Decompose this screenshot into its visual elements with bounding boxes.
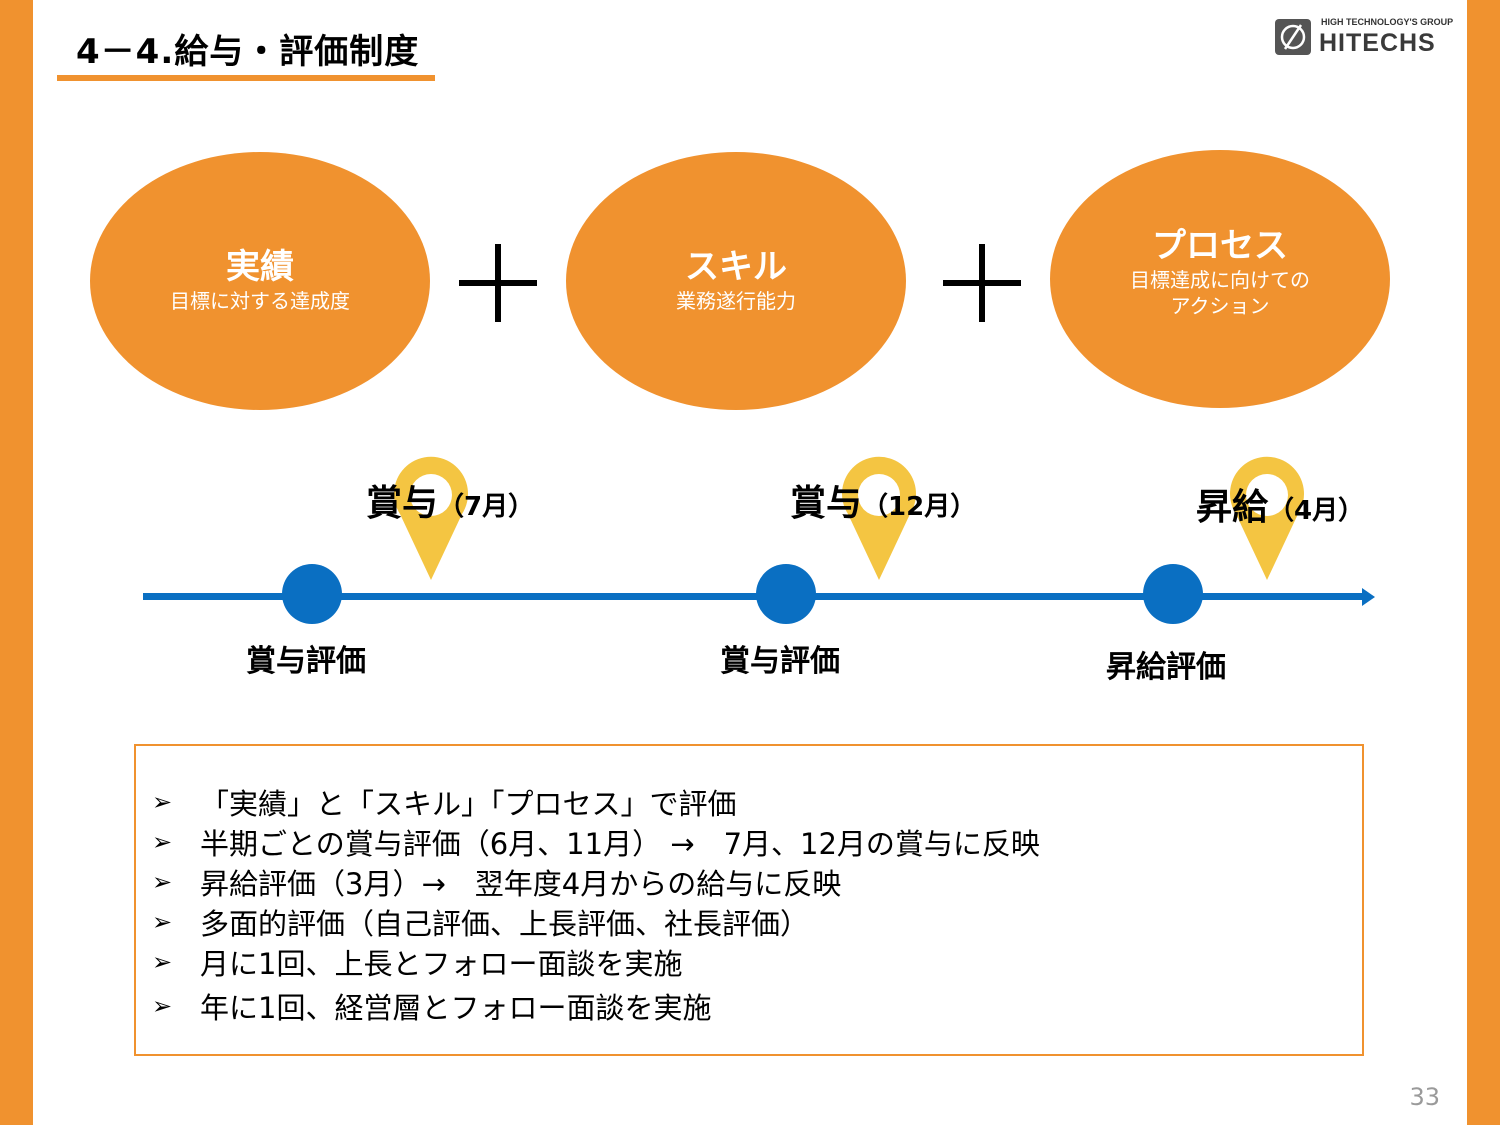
arrow-bullet-icon: ➢: [152, 948, 173, 976]
event-name: 賞与: [366, 483, 439, 524]
plus-icon: [459, 244, 537, 322]
arrow-bullet-icon: ➢: [152, 992, 173, 1020]
title-underline: [57, 75, 435, 81]
map-pin-icon: [1230, 456, 1304, 580]
event-month: （12月）: [862, 492, 977, 522]
list-item-text: 年に1回、経営層とフォロー面談を実施: [200, 991, 712, 1025]
timeline-line: [143, 593, 1365, 600]
timeline-point: [282, 564, 342, 624]
criteria-subtitle: 目標達成に向けての アクション: [1130, 267, 1310, 318]
list-item: ➢ 半期ごとの賞与評価（6月、11月） → 7月、12月の賞与に反映: [152, 822, 1040, 862]
timeline-label: 賞与評価: [246, 644, 366, 679]
list-item: ➢ 「実績」と「スキル」「プロセス」で評価: [152, 782, 1040, 822]
criteria-results: 実績 目標に対する達成度: [90, 152, 430, 410]
page-title: 4－4.給与・評価制度: [76, 32, 420, 72]
page-number: 33: [1409, 1083, 1440, 1111]
summary-bullet-list: ➢ 「実績」と「スキル」「プロセス」で評価 ➢ 半期ごとの賞与評価（6月、11月…: [152, 782, 1040, 1026]
list-item: ➢ 年に1回、経営層とフォロー面談を実施: [152, 986, 1040, 1026]
list-item: ➢ 多面的評価（自己評価、上長評価、社長評価）: [152, 902, 1040, 942]
plus-icon: [943, 244, 1021, 322]
criteria-subtitle: 業務遂行能力: [676, 288, 796, 313]
map-pin-icon: [842, 456, 916, 580]
event-label-raise-april: 昇給（4月）: [1196, 478, 1364, 530]
criteria-title: スキル: [685, 247, 787, 288]
criteria-process: プロセス 目標達成に向けての アクション: [1050, 150, 1390, 408]
list-item: ➢ 月に1回、上長とフォロー面談を実施: [152, 942, 1040, 982]
arrow-bullet-icon: ➢: [152, 828, 173, 856]
list-item-text: 「実績」と「スキル」「プロセス」で評価: [200, 787, 737, 821]
arrow-bullet-icon: ➢: [152, 868, 173, 896]
timeline-point: [1143, 564, 1203, 624]
company-logo: HIGH TECHNOLOGY'S GROUP HITECHS: [1275, 17, 1454, 59]
event-label-bonus-july: 賞与（7月）: [366, 474, 534, 526]
event-name: 昇給: [1196, 487, 1269, 528]
right-accent-bar: [1467, 0, 1500, 1125]
arrow-bullet-icon: ➢: [152, 788, 173, 816]
summary-box: ➢ 「実績」と「スキル」「プロセス」で評価 ➢ 半期ごとの賞与評価（6月、11月…: [134, 744, 1364, 1056]
list-item-text: 月に1回、上長とフォロー面談を実施: [200, 947, 683, 981]
criteria-title: 実績: [226, 247, 294, 288]
event-label-bonus-december: 賞与（12月）: [790, 474, 976, 526]
map-pin-icon: [394, 456, 468, 580]
criteria-subtitle: 目標に対する達成度: [170, 288, 350, 313]
timeline-point: [756, 564, 816, 624]
event-month: （7月）: [438, 492, 535, 522]
list-item-text: 半期ごとの賞与評価（6月、11月） → 7月、12月の賞与に反映: [200, 827, 1040, 861]
event-name: 賞与: [790, 483, 863, 524]
timeline-label: 昇給評価: [1106, 650, 1226, 685]
logo-mark-icon: [1275, 19, 1311, 55]
logo-tagline: HIGH TECHNOLOGY'S GROUP: [1321, 17, 1454, 27]
criteria-skill: スキル 業務遂行能力: [566, 152, 906, 410]
list-item: ➢ 昇給評価（3月）→ 翌年度4月からの給与に反映: [152, 862, 1040, 902]
logo-name: HITECHS: [1319, 29, 1436, 57]
left-accent-bar: [0, 0, 33, 1125]
list-item-text: 昇給評価（3月）→ 翌年度4月からの給与に反映: [200, 867, 842, 901]
timeline-label: 賞与評価: [720, 644, 840, 679]
list-item-text: 多面的評価（自己評価、上長評価、社長評価）: [200, 907, 810, 941]
criteria-title: プロセス: [1152, 226, 1288, 267]
event-month: （4月）: [1268, 496, 1365, 526]
timeline-arrow-icon: [1362, 588, 1375, 606]
arrow-bullet-icon: ➢: [152, 908, 173, 936]
